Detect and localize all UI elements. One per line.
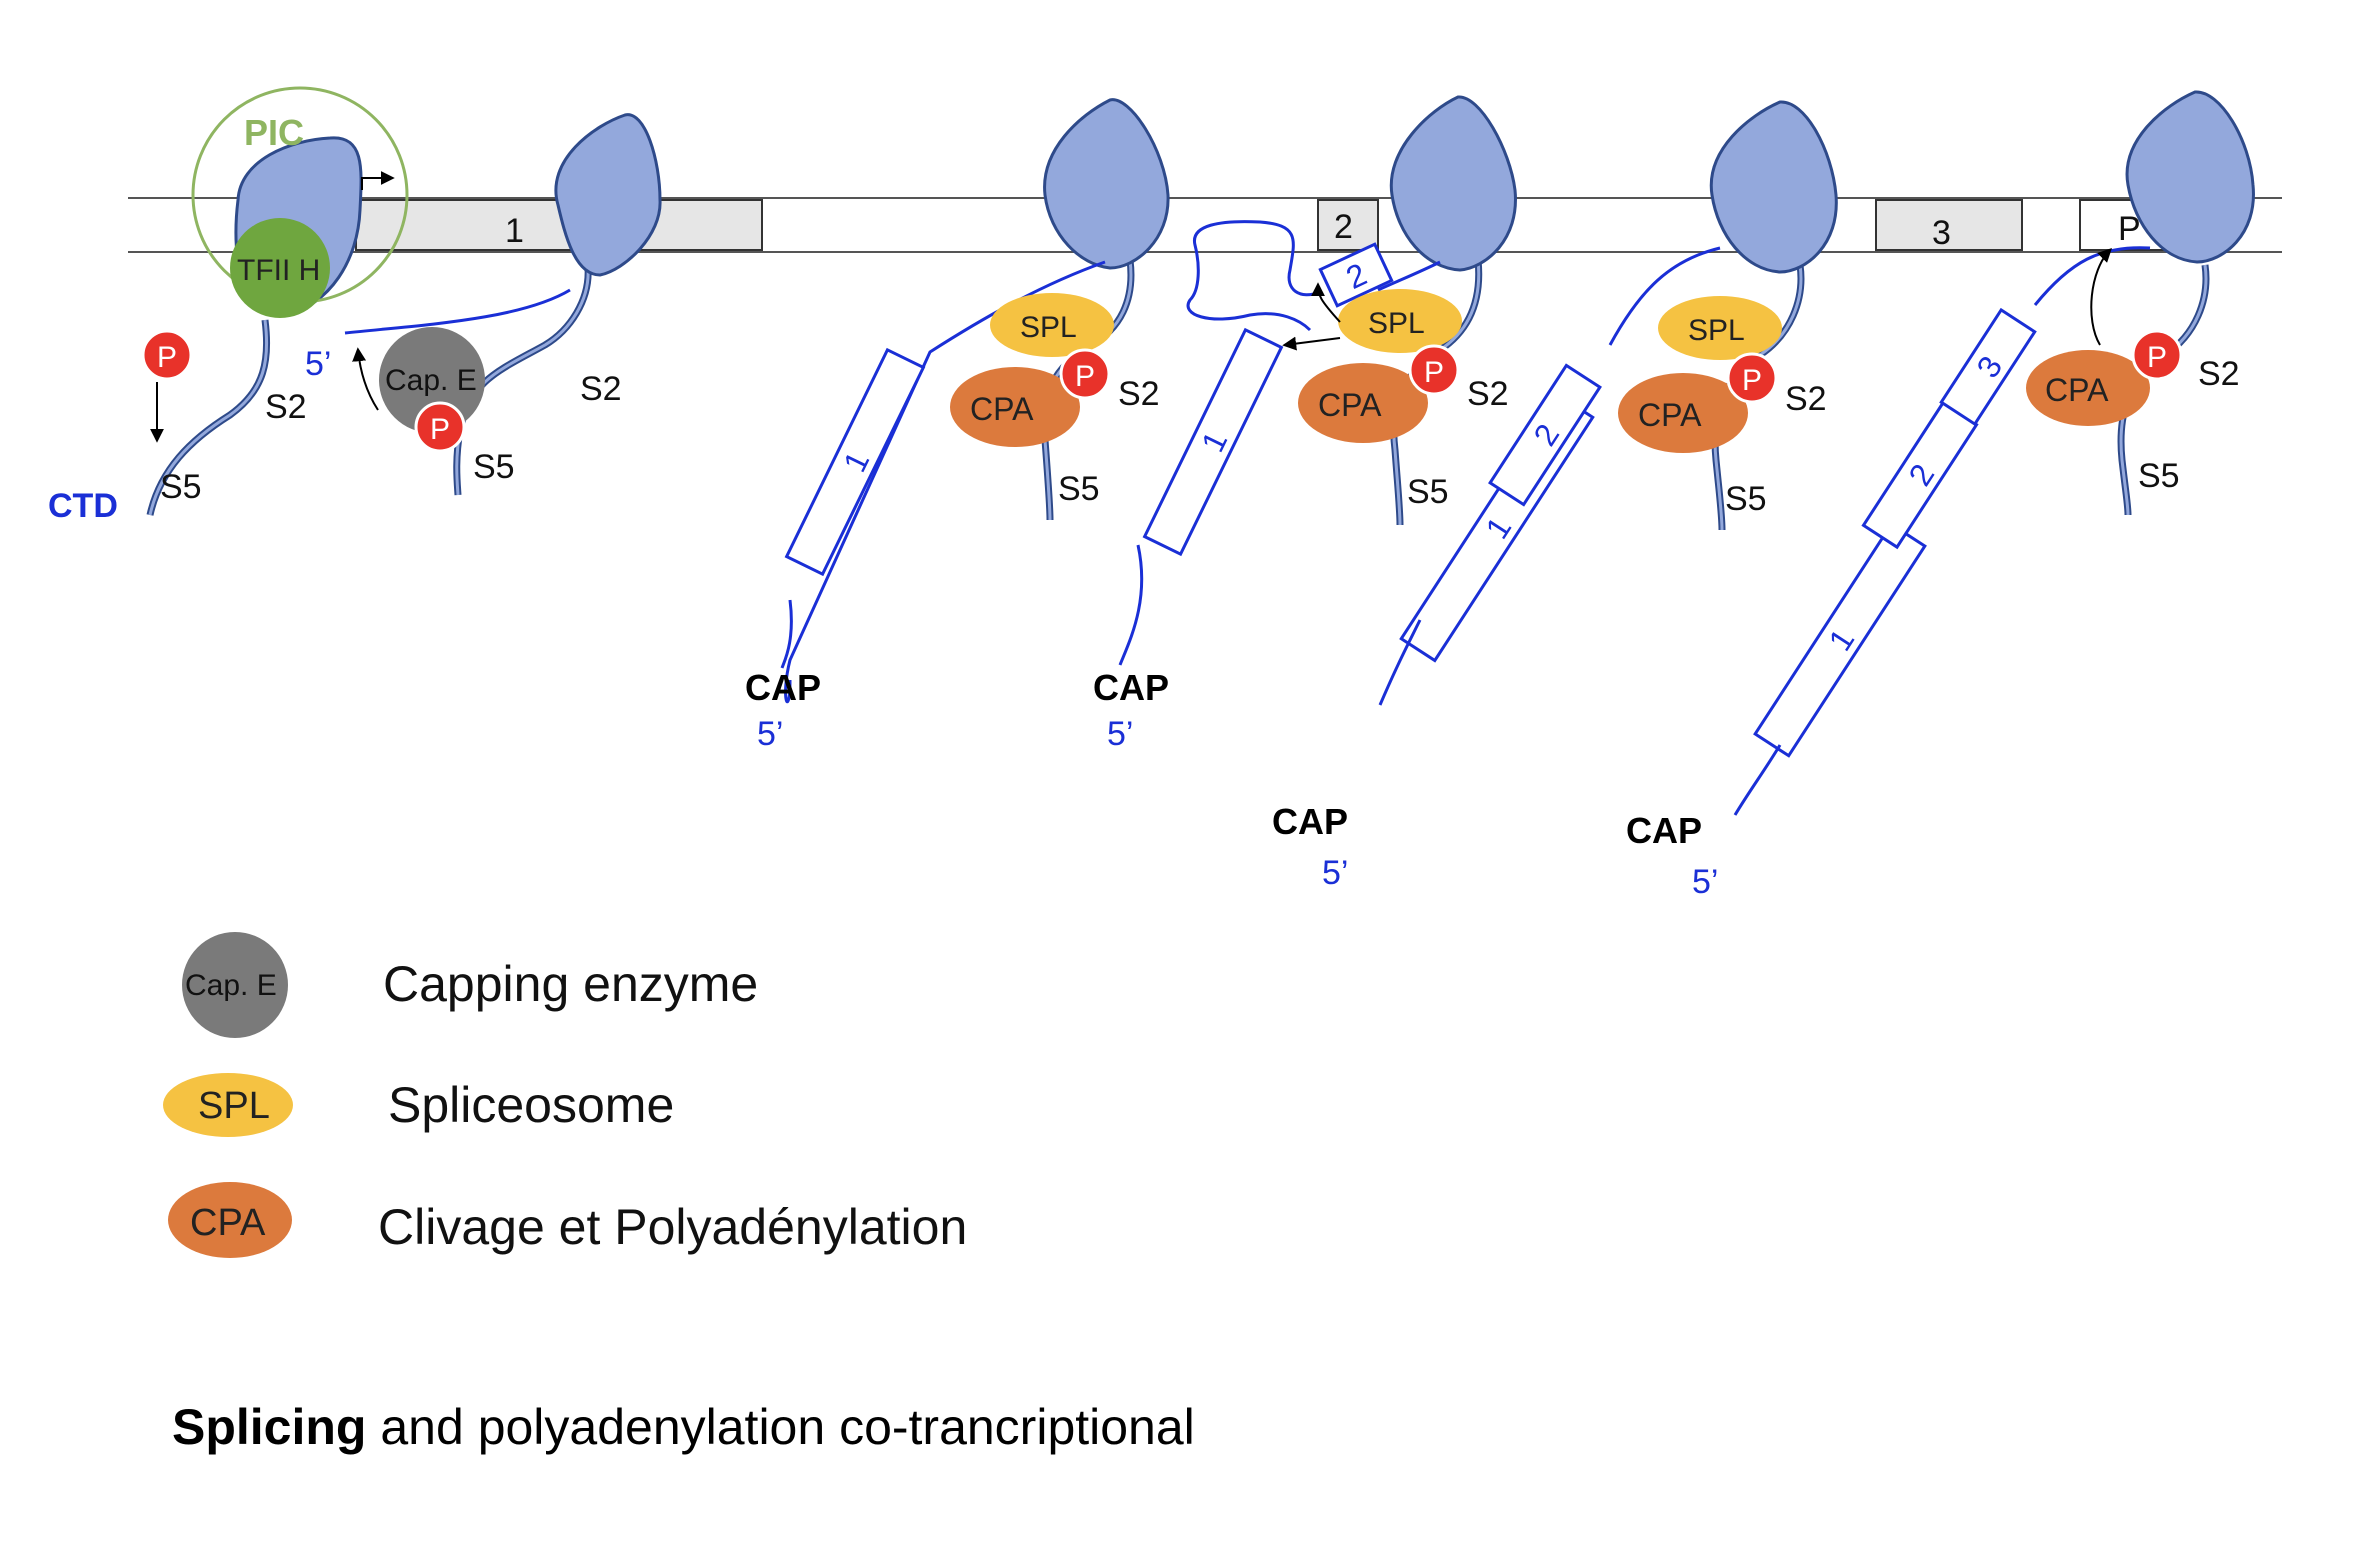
spl-label: SPL <box>1688 314 1745 347</box>
s2-label: S2 <box>2198 355 2240 393</box>
phospho-label: P <box>430 413 450 446</box>
spliceosome <box>1658 296 1782 360</box>
nascent-rna <box>344 288 571 335</box>
exon-2-label: 2 <box>1334 208 1353 246</box>
spl-label: SPL <box>1020 311 1077 344</box>
ctd-label: CTD <box>48 487 118 525</box>
phospho-group <box>414 401 466 453</box>
exon-1-label: 1 <box>505 212 524 250</box>
nascent-rna <box>1377 260 1441 292</box>
cpa-label: CPA <box>970 391 1034 427</box>
stage-exon1: 1 SPL CPA P S2 S5 CAP 5’ <box>745 98 1170 753</box>
rna-exon-2 <box>1488 363 1602 507</box>
s2-label: S2 <box>265 388 307 426</box>
legend-cpa-label: CPA <box>190 1202 266 1244</box>
figure-caption: Splicing and polyadenylation co-trancrip… <box>172 1398 1195 1456</box>
rna-exon-1 <box>784 347 926 577</box>
rna-exon-1 <box>1142 327 1284 557</box>
intron-loop <box>1186 220 1321 332</box>
cap-e-label: Cap. E <box>385 364 477 397</box>
dna-strand <box>128 197 2282 253</box>
polya-site-label: P <box>2118 210 2141 248</box>
legend-cpa-swatch <box>168 1182 292 1258</box>
cpa-label: CPA <box>2045 372 2109 408</box>
stage-initiation: PIC TFII H P S2 S5 CTD <box>48 86 409 525</box>
spliceosome <box>990 293 1114 357</box>
caption-rest: and polyadenylation co-trancriptional <box>380 1399 1195 1455</box>
caption-bold: Splicing <box>172 1399 367 1455</box>
rna-polymerase <box>554 113 662 277</box>
rna-exon-2 <box>1318 242 1394 308</box>
phospho-label: P <box>1742 364 1762 397</box>
legend-spliceosome-text: Spliceosome <box>388 1077 675 1133</box>
phospho-label: P <box>157 341 177 374</box>
cpa-label: CPA <box>1318 387 1382 423</box>
cpa-complex <box>2026 350 2150 426</box>
s5-label: S5 <box>473 448 515 486</box>
rna-polymerase <box>2125 90 2255 264</box>
exon-2-box <box>1317 199 1379 251</box>
exon-3-label: 3 <box>1932 214 1951 252</box>
s5-label: S5 <box>2138 457 2180 495</box>
nascent-rna <box>784 260 1106 704</box>
phospho-group <box>1408 344 1460 396</box>
stage-capping: 5’ Cap. E P S2 S5 <box>305 113 662 496</box>
tfiih-label: TFII H <box>237 254 320 287</box>
s2-label: S2 <box>1785 380 1827 418</box>
rna-exon-3 <box>1939 307 2037 427</box>
phospho-group <box>141 329 193 381</box>
s2-label: S2 <box>580 370 622 408</box>
nascent-rna <box>2033 246 2151 306</box>
cpa-complex <box>950 367 1080 447</box>
phospho-group <box>1059 348 1111 400</box>
cap-label: CAP <box>1626 810 1702 851</box>
cpa-complex <box>1618 373 1748 453</box>
rna-polymerase <box>1389 95 1517 272</box>
spl-label: SPL <box>1368 307 1425 340</box>
phospho-group <box>2131 329 2183 381</box>
phospho-label: P <box>1424 356 1444 389</box>
s5-label: S5 <box>160 468 202 506</box>
s5-label: S5 <box>1407 473 1449 511</box>
legend-capping-enzyme-swatch <box>182 932 288 1038</box>
phospho-label: P <box>2147 341 2167 374</box>
legend-cap-e-label: Cap. E <box>185 969 277 1002</box>
rna-exon-1 <box>1753 522 1927 758</box>
capping-enzyme <box>379 327 485 433</box>
s2-label: S2 <box>1118 375 1160 413</box>
stage-exons123: 1 2 3 CPA P S2 S5 CAP 5’ <box>1626 90 2255 901</box>
five-prime-label: 5’ <box>1322 854 1348 892</box>
cap-label: CAP <box>1093 667 1169 708</box>
phospho-label: P <box>1075 360 1095 393</box>
s5-label: S5 <box>1058 470 1100 508</box>
rna-polymerase <box>1709 100 1838 274</box>
stage-exons12: 1 2 SPL CPA P S2 S5 CAP 5’ <box>1272 100 1838 892</box>
legend-spl-label: SPL <box>198 1085 270 1127</box>
five-prime-label: 5’ <box>1692 863 1718 901</box>
cap-label: CAP <box>745 667 821 708</box>
five-prime-label: 5’ <box>1107 715 1133 753</box>
exon-3-box <box>1875 199 2023 251</box>
cap-label: CAP <box>1272 801 1348 842</box>
legend-capping-enzyme-text: Capping enzyme <box>383 956 759 1012</box>
cpa-complex <box>1298 363 1428 443</box>
legend-cpa-text: Clivage et Polyadénylation <box>378 1199 968 1255</box>
spliceosome <box>1338 289 1462 353</box>
nascent-rna <box>1608 246 1721 346</box>
s2-label: S2 <box>1467 375 1509 413</box>
five-prime-label: 5’ <box>757 715 783 753</box>
phospho-group <box>1726 352 1778 404</box>
legend: Cap. E SPL CPA <box>163 932 293 1258</box>
tfiih <box>230 218 330 318</box>
cpa-label: CPA <box>1638 397 1702 433</box>
five-prime-label: 5’ <box>305 345 331 383</box>
s5-label: S5 <box>1725 480 1767 518</box>
legend-spliceosome-swatch <box>163 1073 293 1137</box>
pic-label: PIC <box>244 112 304 153</box>
stage-exon2: 2 1 SPL CPA P S2 S5 CAP 5’ <box>1093 95 1517 753</box>
rna-polymerase <box>1043 98 1170 270</box>
